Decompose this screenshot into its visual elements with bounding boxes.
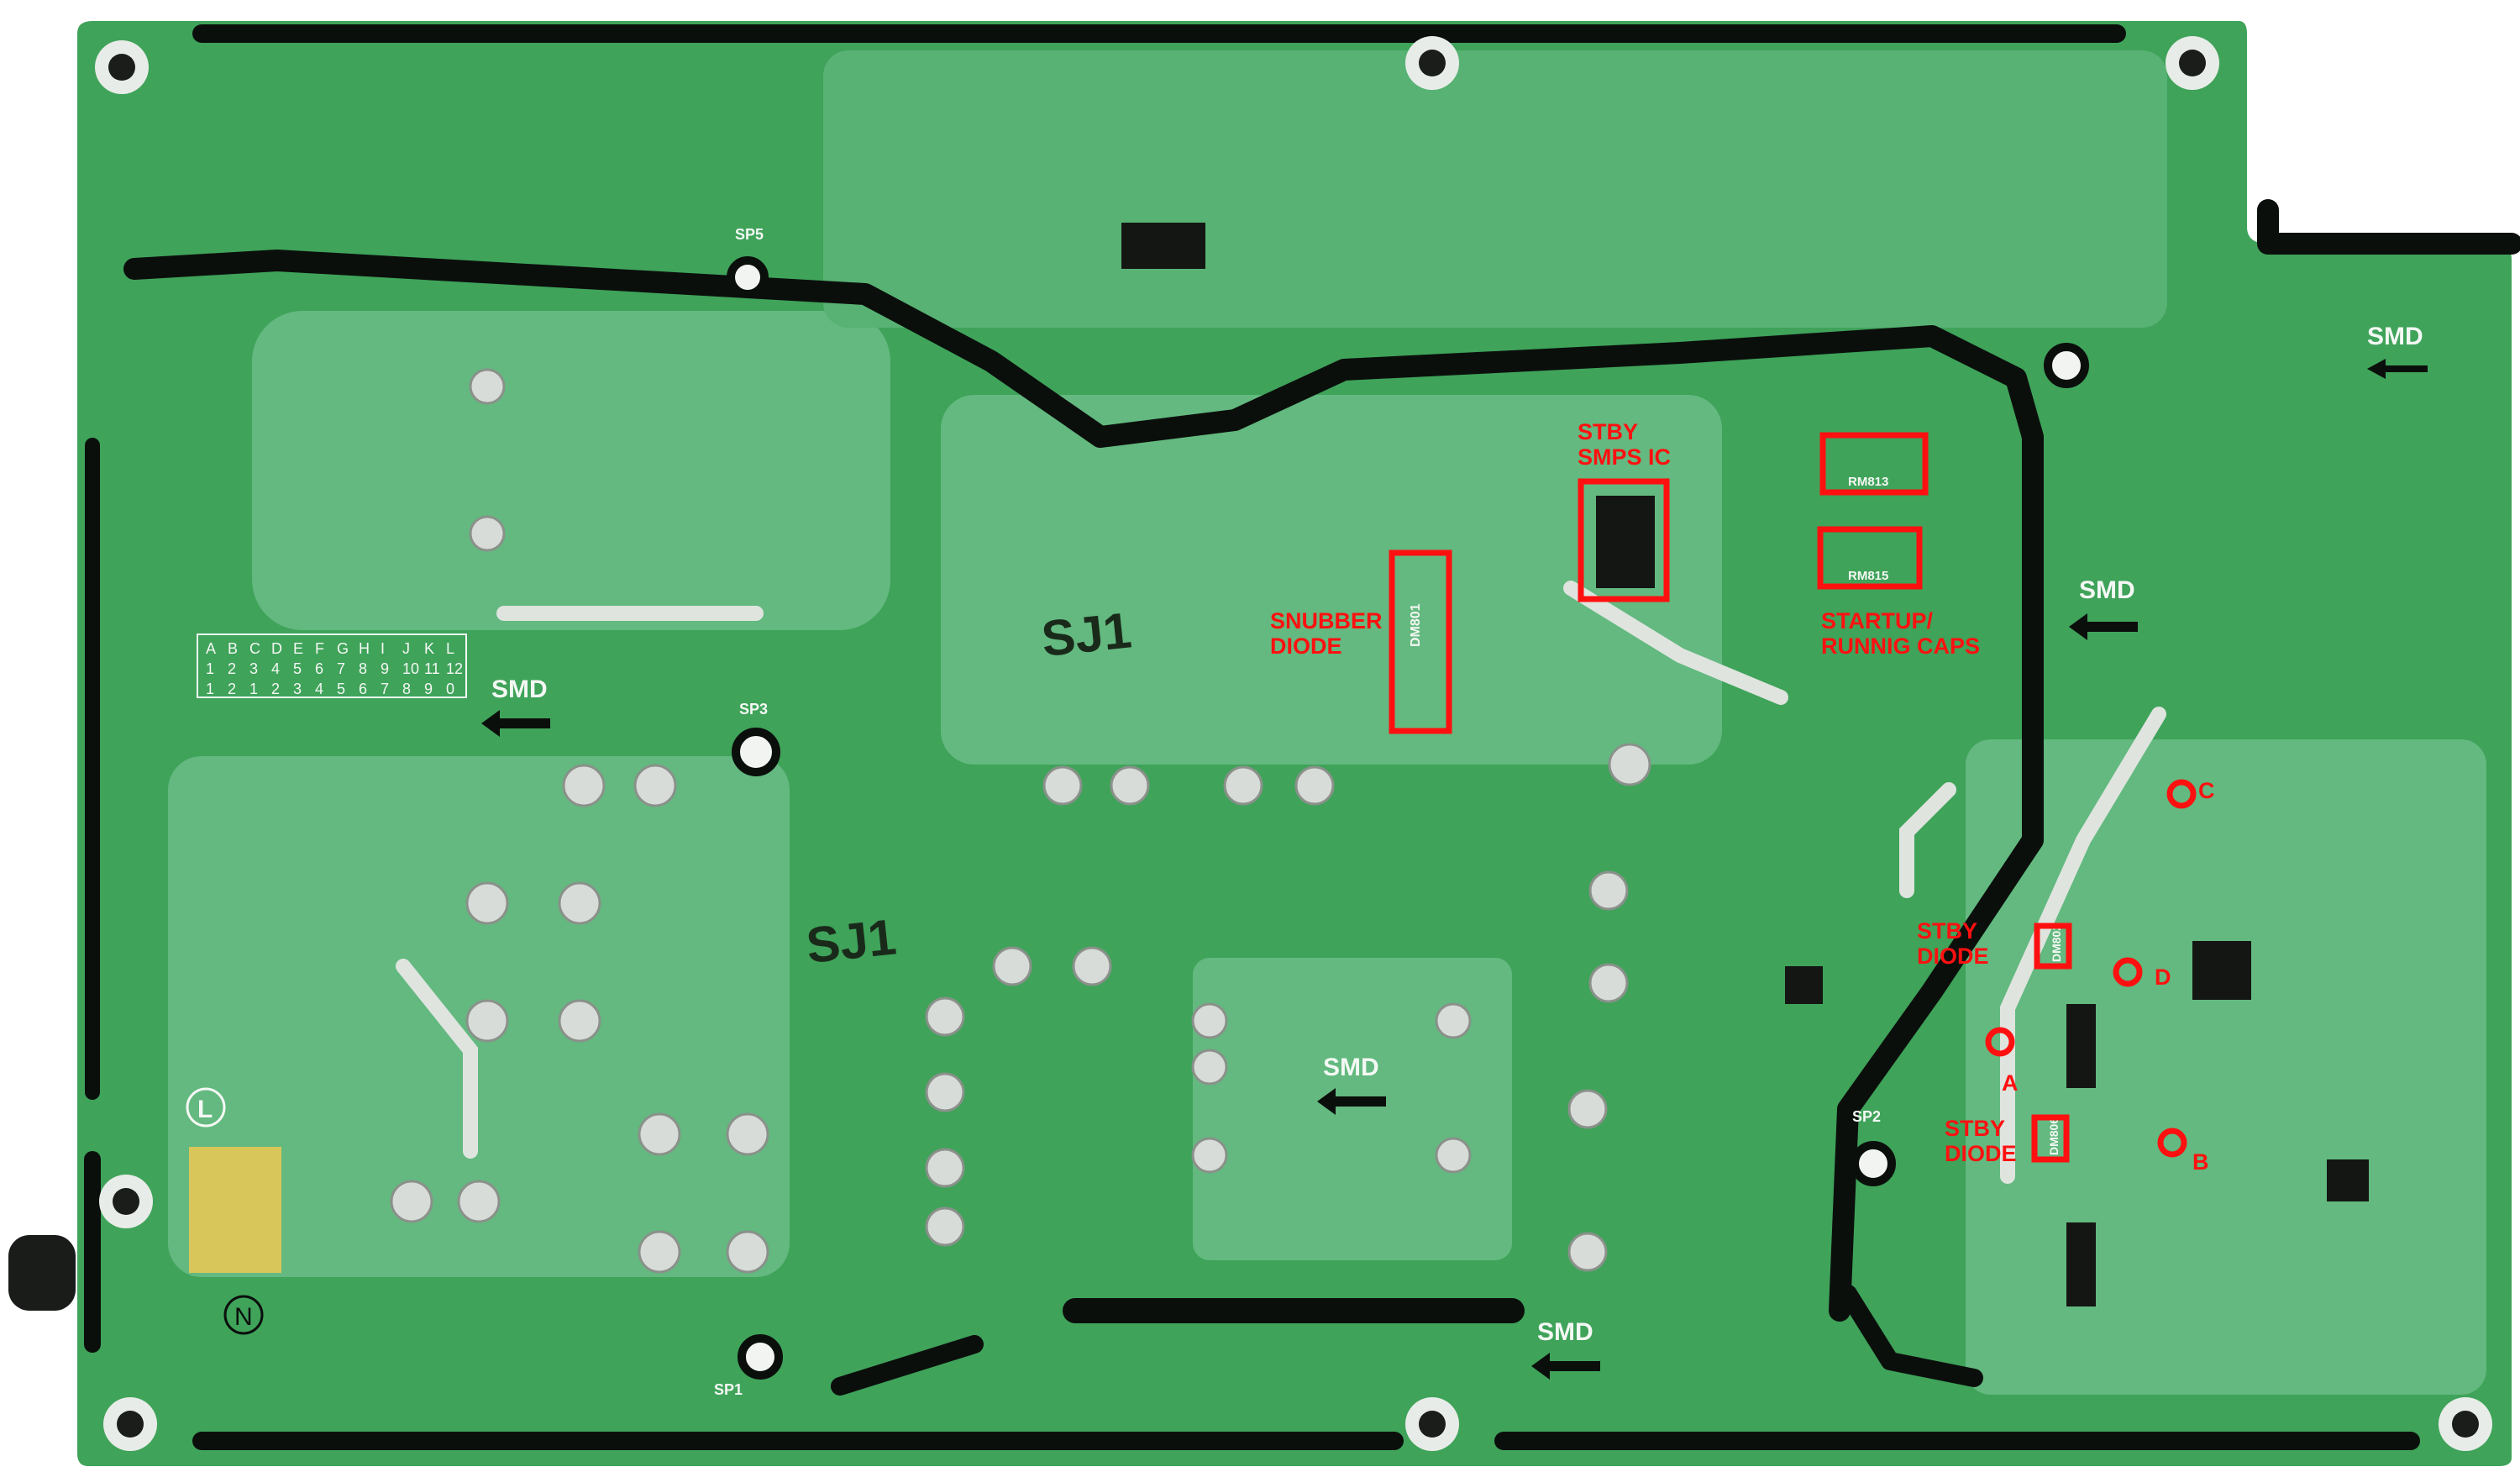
isolation-traces (84, 24, 2520, 1450)
table-cell: 1 (249, 681, 258, 697)
table-cell: A (206, 640, 216, 657)
table-cell: 7 (381, 681, 389, 697)
table-cell: G (337, 640, 349, 657)
table-cell: 2 (228, 660, 236, 677)
test-point-c (2166, 779, 2197, 809)
stby-diode-1-label-line1: STBY (1917, 918, 1977, 944)
snubber-diode-label-line2: DIODE (1270, 633, 1342, 659)
smd-label-2: SMD (2079, 576, 2135, 604)
table-cell: D (271, 640, 282, 657)
table-cell: 6 (359, 681, 367, 697)
table-cell: L (446, 640, 454, 657)
table-cell: 2 (228, 681, 236, 697)
dm806-label: DM806 (2047, 1117, 2061, 1155)
table-cell: 1 (206, 681, 214, 697)
logo-mark-2: SJ1 (804, 908, 899, 974)
rm813-label: RM813 (1848, 475, 1888, 489)
table-cell: 0 (446, 681, 454, 697)
line-label: L (197, 1096, 213, 1123)
sp3-label: SP3 (739, 701, 768, 718)
smd-arrows (481, 359, 2428, 1380)
table-cell: 3 (249, 660, 258, 677)
stby-diode-box-1 (2034, 923, 2072, 970)
dm802-label: DM802 (2050, 924, 2063, 962)
snubber-diode-label-line1: SNUBBER (1270, 608, 1383, 633)
point-a-label: A (2002, 1070, 2019, 1096)
table-cell: H (359, 640, 370, 657)
table-cell: K (424, 640, 434, 657)
startup-cap-box-2 (1817, 526, 1923, 590)
table-cell: J (402, 640, 410, 657)
table-cell: 7 (337, 660, 345, 677)
smd-label-3: SMD (491, 676, 548, 703)
snubber-diode-box (1389, 549, 1452, 734)
logo-mark-1: SJ1 (1039, 602, 1134, 667)
point-c-label: C (2198, 778, 2215, 803)
startup-caps-label-line1: STARTUP/ (1821, 608, 1933, 633)
power-connector (8, 1235, 76, 1311)
smd-label-4: SMD (1323, 1054, 1379, 1081)
smd-label-1: SMD (2367, 323, 2423, 350)
rm815-label: RM815 (1848, 569, 1888, 583)
stby-smps-ic-label-line1: STBY (1578, 419, 1638, 444)
table-cell: 5 (337, 681, 345, 697)
component-pads (390, 368, 1651, 1274)
stby-smps-ic-label-line2: SMPS IC (1578, 444, 1671, 470)
fuse-pad (189, 1147, 281, 1273)
point-b-label: B (2192, 1149, 2209, 1175)
test-point-b (2157, 1128, 2187, 1158)
startup-cap-box-1 (1819, 432, 1929, 496)
table-cell: 10 (402, 660, 419, 677)
startup-caps-label-line2: RUNNIG CAPS (1821, 633, 1980, 659)
table-cell: 4 (271, 660, 280, 677)
table-cell: 8 (402, 681, 411, 697)
neutral-label: N (234, 1303, 253, 1331)
stby-diode-2-label-line2: DIODE (1945, 1141, 2017, 1166)
table-cell: 11 (424, 660, 440, 677)
table-cell: B (228, 640, 238, 657)
mounting-holes (95, 36, 2492, 1451)
table-cell: 8 (359, 660, 367, 677)
silkscreen-labels: SMD SMD SMD SMD SMD L N SJ1 SJ1 SP1 SP2 … (186, 226, 2428, 1398)
table-cell: 3 (293, 681, 302, 697)
dm801-label: DM801 (1409, 603, 1423, 647)
table-cell: 1 (206, 660, 214, 677)
table-cell: 2 (271, 681, 280, 697)
sp2-label: SP2 (1852, 1108, 1881, 1125)
sp5-label: SP5 (735, 226, 764, 243)
stby-smps-ic-box (1578, 478, 1670, 602)
table-cell: 5 (293, 660, 302, 677)
annotations (1389, 432, 2197, 1163)
point-d-label: D (2155, 965, 2171, 990)
test-point-d (2113, 957, 2143, 987)
table-cell: C (249, 640, 260, 657)
stby-diode-box-2 (2031, 1114, 2070, 1163)
smd-label-5: SMD (1537, 1318, 1593, 1346)
stby-diode-2-label-line1: STBY (1945, 1116, 2005, 1141)
table-cell: 9 (381, 660, 389, 677)
sp1-label: SP1 (714, 1381, 743, 1398)
table-cell: I (381, 640, 385, 657)
table-cell: 4 (315, 681, 323, 697)
stby-diode-1-label-line2: DIODE (1917, 944, 1989, 969)
ic-chips (1121, 223, 2369, 1306)
table-cell: 9 (424, 681, 433, 697)
table-cell: F (315, 640, 324, 657)
test-point-a (1985, 1027, 2015, 1057)
table-cell: 6 (315, 660, 323, 677)
table-cell: 12 (446, 660, 463, 677)
table-cell: E (293, 640, 303, 657)
